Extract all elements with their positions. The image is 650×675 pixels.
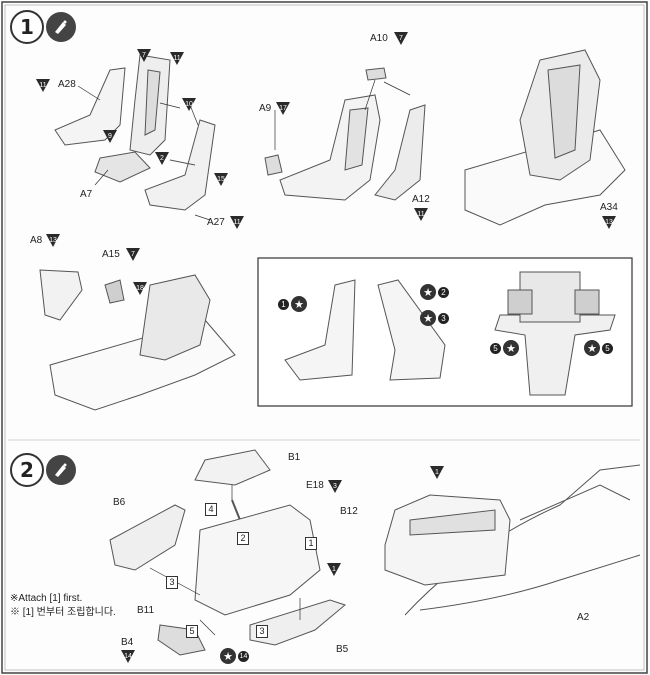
decal-marker-5-right: ★ 5: [584, 340, 613, 356]
svg-text:11: 11: [417, 211, 424, 218]
part-label-a28: A28: [58, 79, 76, 90]
decal-marker-2: ★ 2: [420, 284, 449, 300]
ref-box-5: 5: [186, 625, 198, 638]
glue-icon: [46, 12, 76, 42]
star-icon: ★: [420, 284, 436, 300]
svg-text:2: 2: [160, 155, 164, 162]
color-code-seat-2: 2: [155, 152, 169, 165]
color-code-a15-body: 18: [133, 282, 147, 295]
part-label-b5: B5: [336, 644, 349, 655]
ref-box-2: 2: [237, 532, 249, 545]
ref-box-3b: 3: [256, 625, 268, 638]
svg-text:7: 7: [131, 251, 135, 258]
svg-text:10: 10: [185, 101, 193, 108]
decal-marker-1: 1 ★: [278, 296, 307, 312]
part-label-a8: A8: [30, 235, 43, 246]
svg-text:9: 9: [108, 133, 112, 140]
decal-marker-14: ★ 14: [220, 648, 249, 664]
part-label-a27: A27: [207, 217, 225, 228]
step-1-number: 1: [10, 10, 44, 44]
part-label-b12: B12: [340, 506, 358, 517]
color-code-b4: 14: [121, 650, 135, 663]
part-label-e18: E18: [306, 480, 324, 491]
star-icon: ★: [503, 340, 519, 356]
svg-text:11: 11: [173, 55, 180, 62]
ref-box-3a: 3: [166, 576, 178, 589]
color-code-a9: 17: [276, 102, 290, 115]
part-label-a34: A34: [600, 202, 618, 213]
part-label-a15: A15: [102, 249, 120, 260]
color-code-a27: 11: [230, 216, 244, 229]
svg-text:17: 17: [279, 105, 287, 112]
star-icon: ★: [220, 648, 236, 664]
color-code-a28: 11: [36, 79, 50, 92]
color-code-a8: 13: [46, 234, 60, 247]
part-label-b11: B11: [137, 605, 155, 616]
svg-text:7: 7: [142, 52, 146, 59]
svg-text:11: 11: [39, 82, 46, 89]
ref-box-1: 1: [305, 537, 317, 550]
svg-text:18: 18: [136, 285, 144, 292]
part-label-b4: B4: [121, 637, 134, 648]
svg-text:13: 13: [605, 219, 613, 226]
part-label-b1: B1: [288, 452, 301, 463]
part-label-b6: B6: [113, 497, 126, 508]
color-code-e18: 3: [328, 480, 342, 493]
part-label-a2: A2: [577, 612, 590, 623]
part-label-a7: A7: [80, 189, 93, 200]
star-icon: ★: [420, 310, 436, 326]
part-label-a9: A9: [259, 103, 272, 114]
svg-text:13: 13: [49, 237, 57, 244]
part-label-a10: A10: [370, 33, 388, 44]
color-code-b12-marker: 1: [327, 563, 341, 576]
color-code-a15: 7: [126, 248, 140, 261]
color-code-belt: 10: [182, 98, 196, 111]
note-english: ※Attach [1] first.: [10, 593, 83, 604]
decal-marker-5-left: 5 ★: [490, 340, 519, 356]
color-code-seat-15: 15: [214, 173, 228, 186]
color-code-a10: 7: [394, 32, 408, 45]
star-icon: ★: [291, 296, 307, 312]
svg-text:11: 11: [233, 219, 240, 226]
svg-text:1: 1: [435, 469, 439, 476]
svg-text:14: 14: [124, 653, 132, 660]
svg-text:7: 7: [399, 35, 403, 42]
svg-text:15: 15: [217, 176, 225, 183]
step-2-number: 2: [10, 453, 44, 487]
color-code-a12: 11: [414, 208, 428, 221]
glue-icon: [46, 455, 76, 485]
part-label-a12: A12: [412, 194, 430, 205]
svg-text:3: 3: [333, 483, 337, 490]
svg-text:1: 1: [332, 566, 336, 573]
color-code-seat-left: 7: [137, 49, 151, 62]
note-korean: ※ [1] 번부터 조립합니다.: [10, 607, 116, 618]
star-icon: ★: [584, 340, 600, 356]
color-code-seat-9: 9: [103, 130, 117, 143]
ref-box-4: 4: [205, 503, 217, 516]
color-code-a34: 13: [602, 216, 616, 229]
decal-marker-3: ★ 3: [420, 310, 449, 326]
color-code-seat-right: 11: [170, 52, 184, 65]
color-code-canopy: 1: [430, 466, 444, 479]
